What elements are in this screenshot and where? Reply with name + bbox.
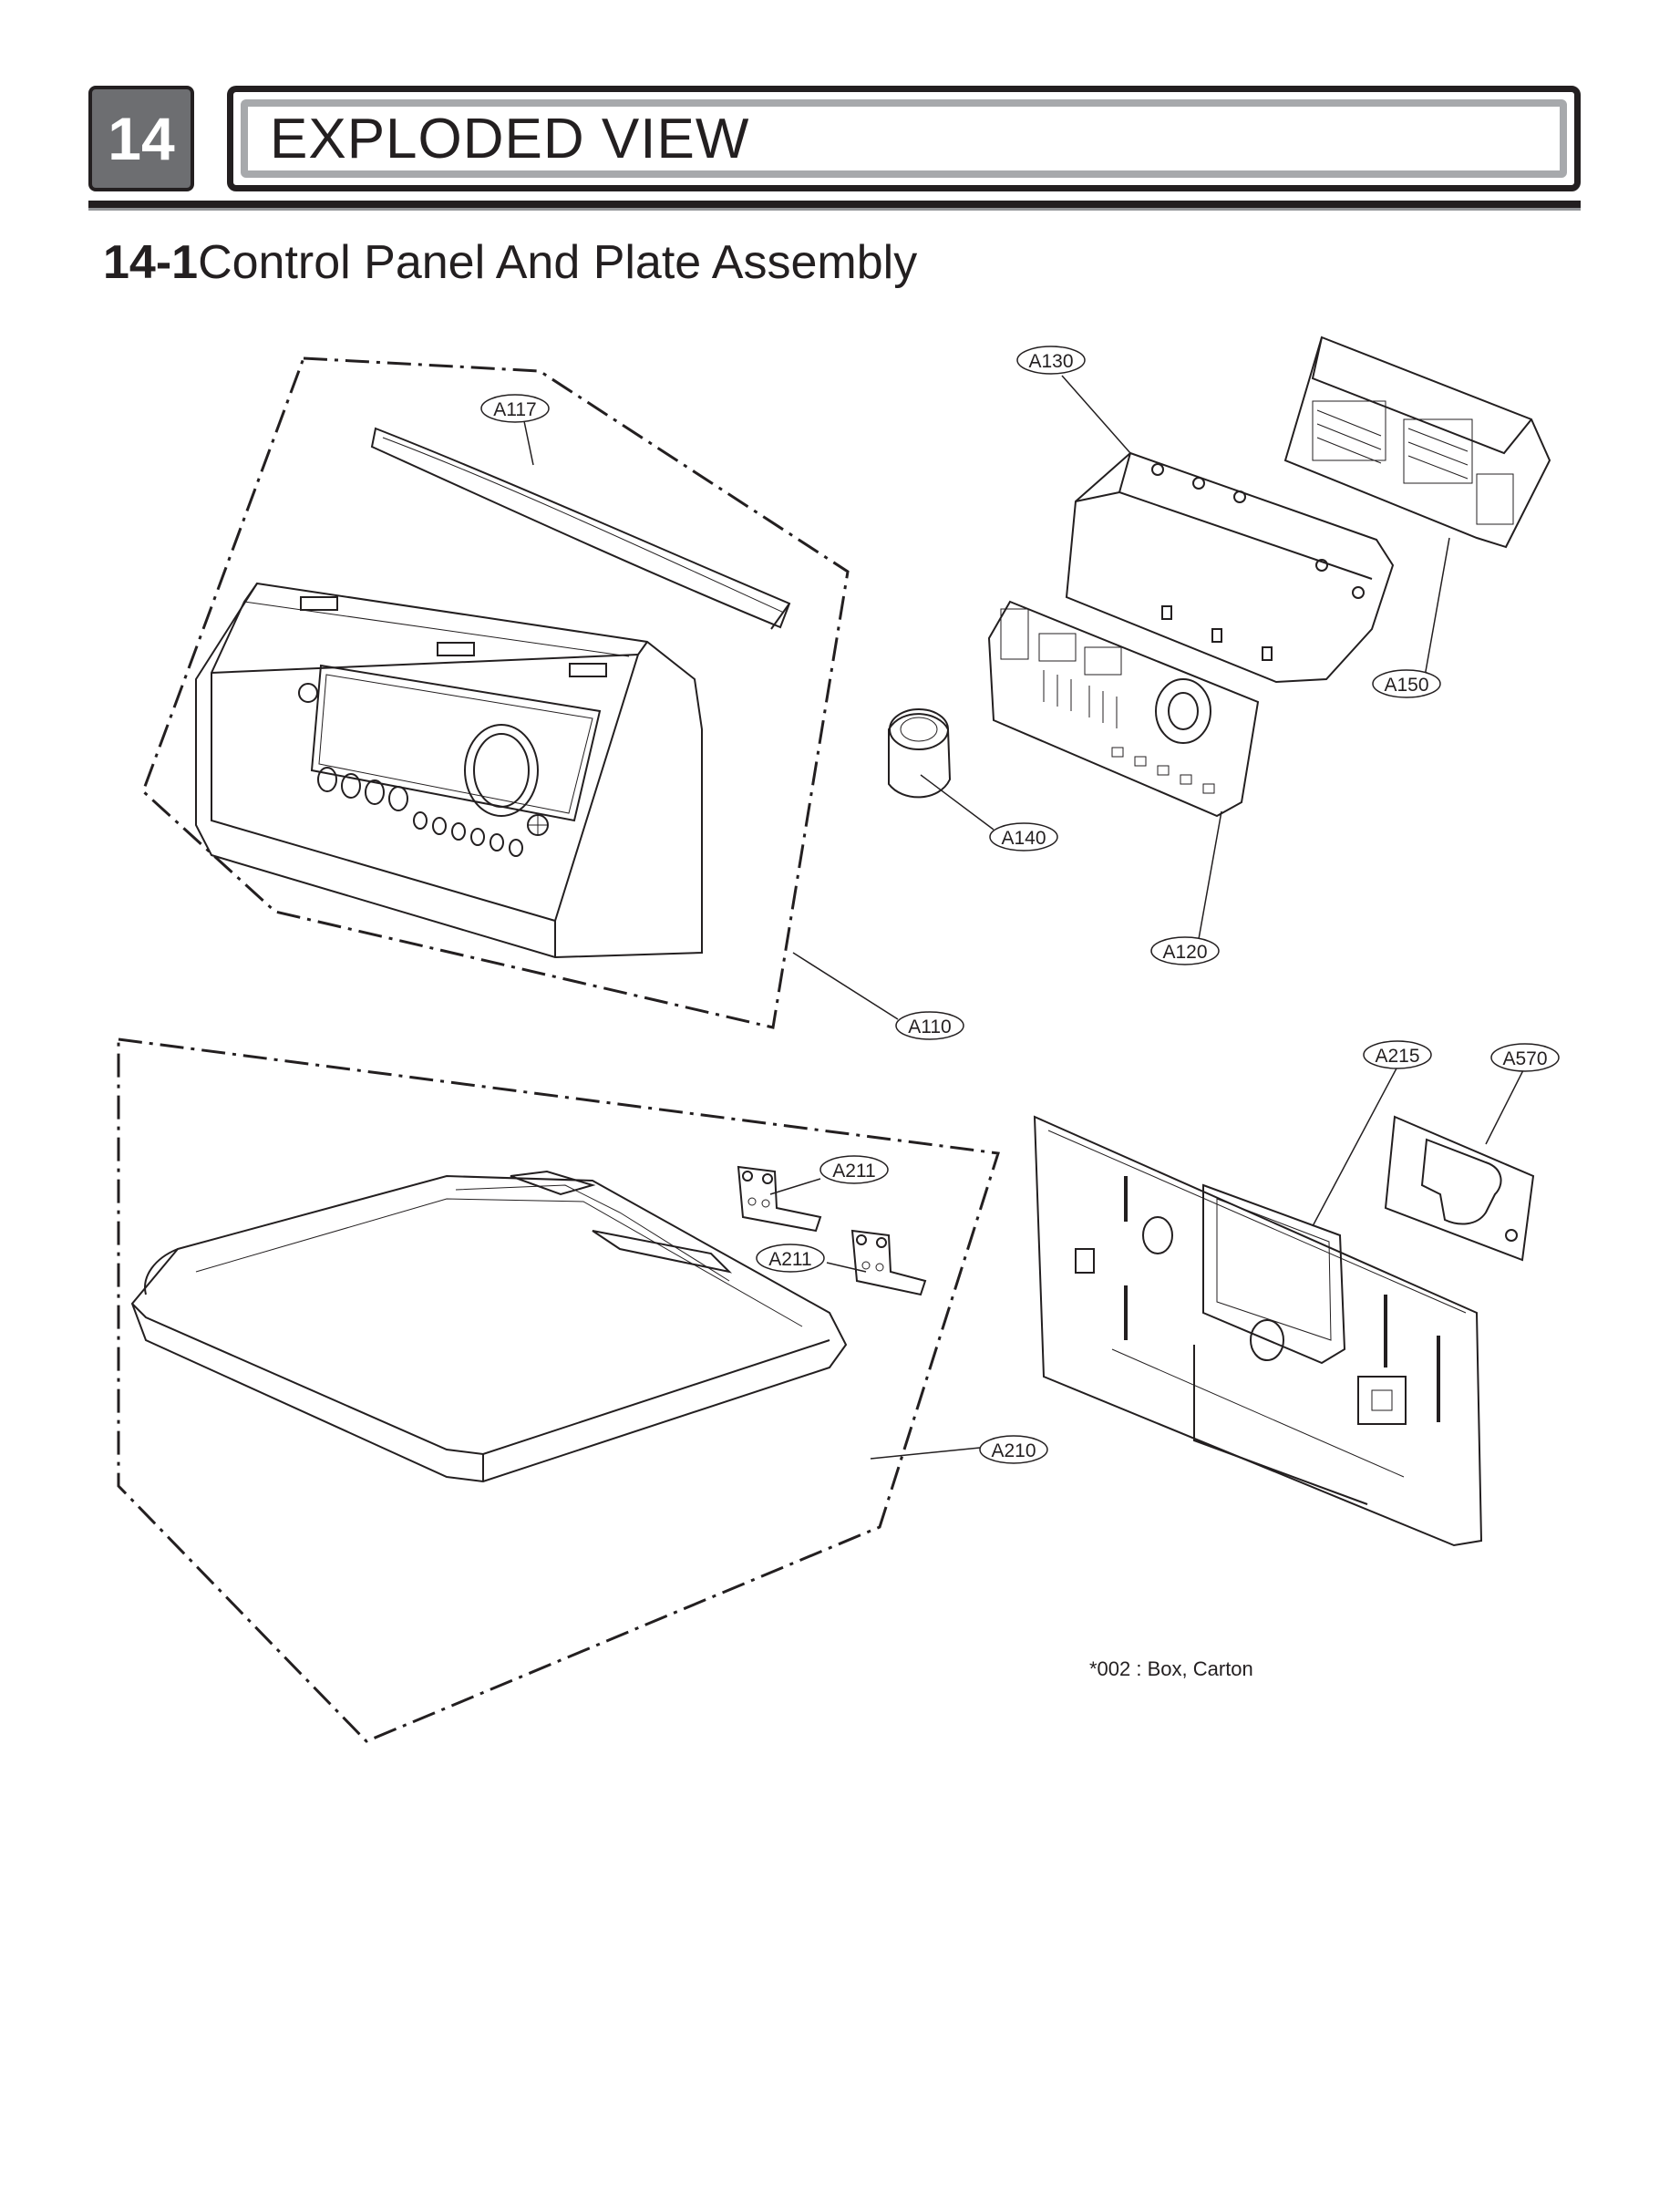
callout-a150: A150: [1384, 675, 1428, 696]
pcb-cover-part: [1065, 451, 1395, 684]
leader-a570: [1485, 1066, 1526, 1145]
callout-a150-bubble: [1372, 669, 1441, 698]
hinge-part-top: [737, 1165, 822, 1233]
lid-group-boundary: [117, 1037, 1000, 1743]
callout-a210-bubble: [979, 1435, 1048, 1464]
leader-a211-top: [769, 1178, 821, 1195]
callout-a140-bubble: [989, 822, 1058, 851]
subsection-title: Control Panel And Plate Assembly: [198, 236, 918, 289]
hinge-part-bottom: [850, 1229, 927, 1296]
leader-a120: [1198, 810, 1222, 940]
callout-a211-top: A211: [832, 1161, 876, 1182]
top-cover-part: [1283, 335, 1551, 549]
callout-a570-bubble: [1490, 1043, 1560, 1072]
leader-a110: [792, 952, 899, 1020]
callout-a215: A215: [1375, 1046, 1419, 1067]
header-rule: [88, 201, 1581, 208]
callout-a110: A110: [908, 1017, 952, 1037]
main-pcb-part: [987, 600, 1260, 818]
leader-a150: [1424, 537, 1450, 677]
knob-part: [888, 708, 952, 799]
lid-part: [130, 1170, 848, 1483]
control-panel-group-boundary: [141, 356, 850, 1029]
callout-a110-bubble: [895, 1011, 964, 1040]
leader-a130: [1061, 375, 1131, 454]
section-number-badge: 14: [88, 86, 194, 191]
callout-a211-top-bubble: [819, 1155, 889, 1184]
section-title: EXPLODED VIEW: [270, 107, 750, 170]
leader-a210: [870, 1447, 981, 1460]
callout-a140: A140: [1001, 828, 1046, 849]
callout-a117-bubble: [480, 394, 550, 423]
callout-a210: A210: [991, 1440, 1036, 1461]
leader-a140: [920, 774, 995, 831]
leader-a117: [523, 420, 534, 466]
callout-a120-bubble: [1150, 936, 1220, 965]
callout-a130: A130: [1028, 351, 1073, 372]
leader-a211-bottom: [826, 1262, 867, 1273]
gasket-plate-part: [1384, 1115, 1535, 1262]
control-panel-housing-part: [195, 582, 703, 959]
section-number: 14: [108, 105, 175, 172]
carton-note: *002 : Box, Carton: [1089, 1657, 1253, 1680]
back-plate-part: [1033, 1115, 1483, 1547]
callout-a117: A117: [493, 399, 537, 420]
section-title-inner: EXPLODED VIEW: [241, 99, 1567, 178]
section-title-frame: EXPLODED VIEW: [227, 86, 1581, 191]
callout-a130-bubble: [1016, 346, 1086, 375]
subsection-number: 14-1: [103, 236, 199, 289]
callout-a211-bottom-bubble: [756, 1244, 825, 1273]
header-rule-shadow: [88, 208, 1581, 211]
callout-a211-bottom: A211: [768, 1249, 812, 1270]
callout-a570: A570: [1502, 1048, 1547, 1069]
callout-a215-bubble: [1363, 1040, 1432, 1069]
trim-strip-part: [370, 427, 791, 630]
leader-a215: [1312, 1066, 1398, 1227]
subsection-heading: 14-1Control Panel And Plate Assembly: [103, 235, 917, 290]
callout-a120: A120: [1162, 942, 1207, 963]
